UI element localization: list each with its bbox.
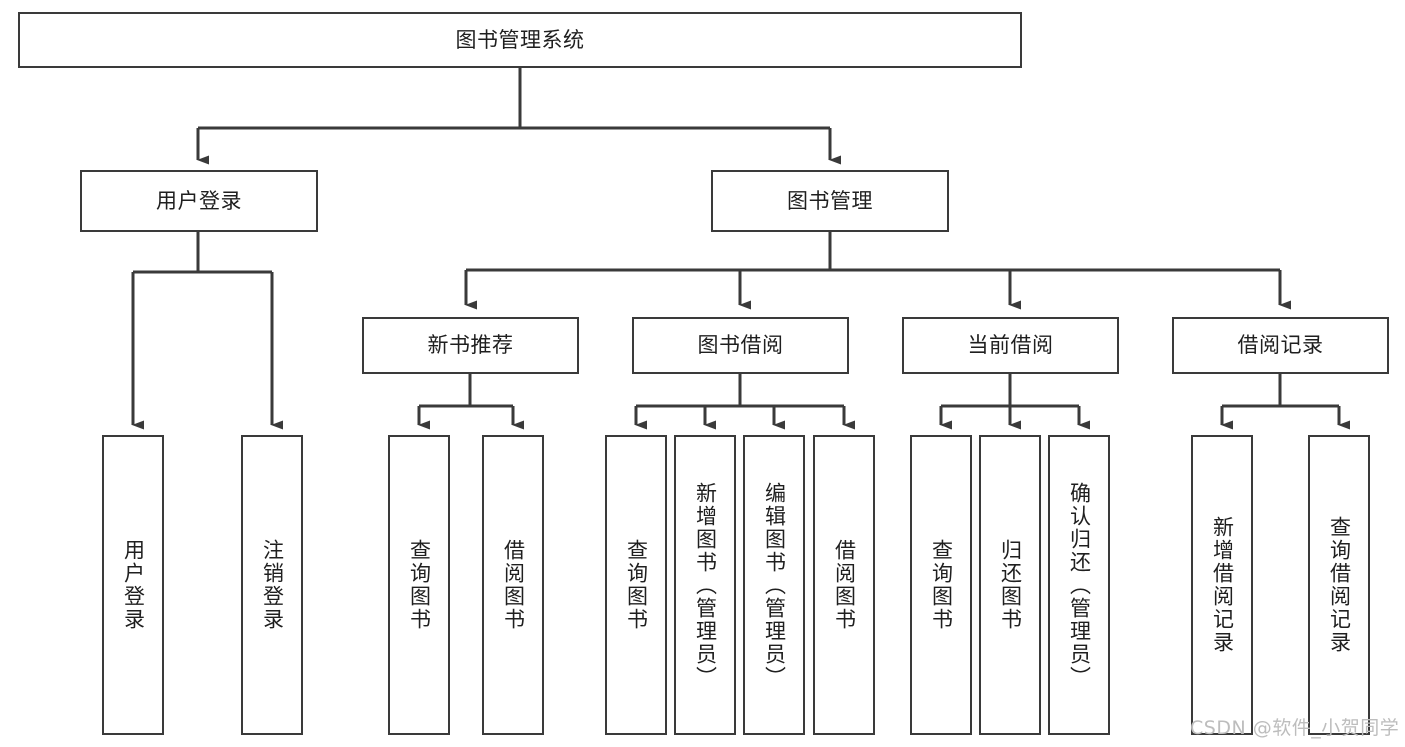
node-book-borrow-label: 图书借阅 xyxy=(697,333,784,358)
node-leaf-add-record[interactable]: 新增借阅记录 xyxy=(1191,435,1253,735)
node-leaf-return-book-label: 归还图书 xyxy=(998,539,1023,631)
node-book-manage[interactable]: 图书管理 xyxy=(711,170,949,232)
node-leaf-borrow-book-1-label: 借阅图书 xyxy=(501,539,526,631)
node-leaf-query-book-3-label: 查询图书 xyxy=(929,539,954,631)
node-leaf-user-login[interactable]: 用户登录 xyxy=(102,435,164,735)
node-borrow-record-label: 借阅记录 xyxy=(1237,333,1324,358)
node-leaf-edit-book-label: 编辑图书（管理员） xyxy=(762,481,787,689)
node-leaf-logout[interactable]: 注销登录 xyxy=(241,435,303,735)
node-leaf-add-book-label: 新增图书（管理员） xyxy=(693,481,718,689)
node-new-book-recommend[interactable]: 新书推荐 xyxy=(362,317,579,374)
node-leaf-query-book-2[interactable]: 查询图书 xyxy=(605,435,667,735)
node-leaf-return-book[interactable]: 归还图书 xyxy=(979,435,1041,735)
node-current-borrow[interactable]: 当前借阅 xyxy=(902,317,1119,374)
csdn-watermark: CSDN @软件_小贺同学 xyxy=(1190,717,1400,739)
node-leaf-logout-label: 注销登录 xyxy=(260,539,285,631)
node-leaf-query-book-1[interactable]: 查询图书 xyxy=(388,435,450,735)
node-leaf-confirm-return[interactable]: 确认归还（管理员） xyxy=(1048,435,1110,735)
node-leaf-borrow-book-1[interactable]: 借阅图书 xyxy=(482,435,544,735)
node-leaf-query-record-label: 查询借阅记录 xyxy=(1327,516,1352,654)
node-leaf-query-book-3[interactable]: 查询图书 xyxy=(910,435,972,735)
node-leaf-add-record-label: 新增借阅记录 xyxy=(1210,516,1235,654)
node-book-borrow[interactable]: 图书借阅 xyxy=(632,317,849,374)
node-leaf-user-login-label: 用户登录 xyxy=(121,539,146,631)
node-user-login[interactable]: 用户登录 xyxy=(80,170,318,232)
node-user-login-label: 用户登录 xyxy=(156,188,242,213)
node-borrow-record[interactable]: 借阅记录 xyxy=(1172,317,1389,374)
node-new-book-recommend-label: 新书推荐 xyxy=(427,333,514,358)
node-leaf-borrow-book-2[interactable]: 借阅图书 xyxy=(813,435,875,735)
node-leaf-add-book[interactable]: 新增图书（管理员） xyxy=(674,435,736,735)
node-leaf-confirm-return-label: 确认归还（管理员） xyxy=(1067,481,1092,689)
node-root-label: 图书管理系统 xyxy=(455,27,585,52)
node-leaf-edit-book[interactable]: 编辑图书（管理员） xyxy=(743,435,805,735)
node-root[interactable]: 图书管理系统 xyxy=(18,12,1022,68)
node-leaf-query-book-1-label: 查询图书 xyxy=(407,539,432,631)
node-current-borrow-label: 当前借阅 xyxy=(967,333,1054,358)
node-book-manage-label: 图书管理 xyxy=(787,188,873,213)
node-leaf-query-record[interactable]: 查询借阅记录 xyxy=(1308,435,1370,735)
node-leaf-borrow-book-2-label: 借阅图书 xyxy=(832,539,857,631)
node-leaf-query-book-2-label: 查询图书 xyxy=(624,539,649,631)
